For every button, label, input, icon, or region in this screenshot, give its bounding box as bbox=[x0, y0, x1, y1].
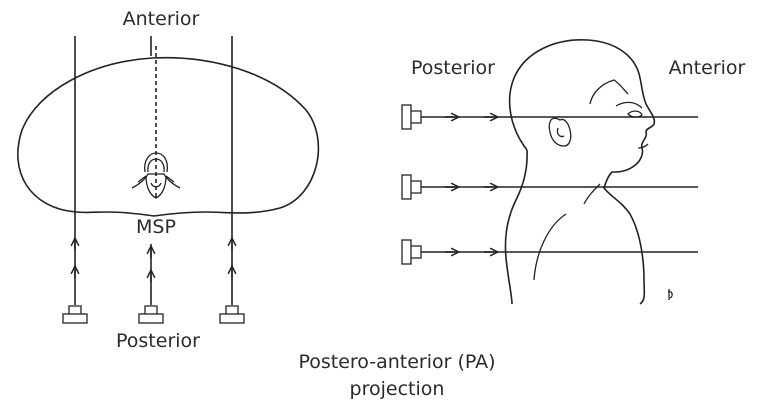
msp-label: MSP bbox=[136, 216, 176, 238]
mouth bbox=[638, 144, 648, 148]
ear-inner bbox=[557, 128, 564, 137]
axial-section-diagram: Anterior MSP Posterior bbox=[18, 8, 319, 352]
head-profile-outline bbox=[510, 40, 655, 304]
left-posterior-label: Posterior bbox=[116, 330, 200, 352]
nipple-mark bbox=[668, 289, 672, 300]
shoulder-curve bbox=[534, 214, 566, 280]
back-outline bbox=[505, 150, 527, 304]
xray-tube-icon-right bbox=[220, 306, 244, 323]
xray-tube-icon-center bbox=[139, 306, 163, 323]
beam-arrows bbox=[75, 242, 232, 282]
xray-tube-icon-left bbox=[63, 306, 87, 323]
torso-outline bbox=[18, 58, 319, 216]
xray-tube-icon-neck bbox=[402, 175, 421, 199]
xray-tube-icon-head bbox=[402, 105, 421, 129]
right-anterior-label: Anterior bbox=[669, 57, 746, 79]
right-posterior-label: Posterior bbox=[411, 57, 495, 79]
caption-line-2: projection bbox=[350, 378, 445, 400]
left-anterior-label: Anterior bbox=[123, 8, 200, 30]
lateral-view-diagram: Posterior Anterior bbox=[402, 40, 746, 304]
xray-tube-icon-chest bbox=[402, 240, 421, 264]
eyebrow bbox=[616, 102, 642, 108]
ear-icon bbox=[549, 118, 570, 146]
caption-line-1: Postero-anterior (PA) bbox=[298, 351, 495, 373]
hairline bbox=[590, 80, 628, 104]
beam-arrows-lateral bbox=[445, 117, 494, 252]
